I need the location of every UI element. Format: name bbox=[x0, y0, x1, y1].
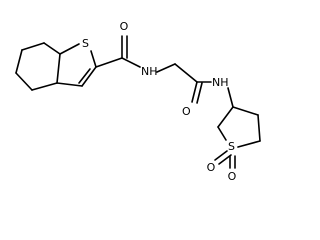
bond-s-o-left-2 bbox=[218, 154, 232, 165]
bond-c4-c5 bbox=[257, 114, 261, 142]
bond-c6-c5 bbox=[15, 49, 23, 74]
bond-c2-o2 bbox=[191, 81, 198, 103]
bond-s-c2 bbox=[90, 50, 97, 68]
atom-labels: S O NH O NH S O O bbox=[82, 20, 237, 183]
atom-amide-oxygen-2: O bbox=[182, 105, 191, 118]
bond-c2-c3-double bbox=[78, 68, 91, 84]
atom-amide-oxygen-1: O bbox=[120, 20, 129, 33]
bond-s-c2ring bbox=[217, 126, 227, 141]
atom-sulfone-oxygen-1: O bbox=[207, 161, 216, 174]
bond-c4-c3a bbox=[31, 82, 58, 91]
bond-c7-c6 bbox=[21, 42, 45, 51]
bond-c2-c3 bbox=[81, 66, 97, 87]
sulfolane-ring bbox=[214, 106, 261, 169]
bond-n1-ch2 bbox=[156, 63, 176, 73]
bond-c2ring-c3 bbox=[217, 106, 234, 128]
atom-ring-sulfur: S bbox=[82, 37, 89, 50]
amide-linker bbox=[95, 35, 234, 108]
bond-ch2-c2 bbox=[174, 63, 198, 83]
thiophene-ring bbox=[56, 43, 97, 87]
atom-sulfone-oxygen-2: O bbox=[228, 170, 237, 183]
atom-amide-nitrogen-2: NH bbox=[212, 76, 229, 89]
bond-c7a-s bbox=[59, 43, 80, 55]
bond-c2-o2-double bbox=[196, 82, 203, 104]
bond-carbonyl-n1 bbox=[121, 57, 141, 68]
bond-s-o-left bbox=[214, 150, 228, 161]
molecule-structure: S O NH O NH S O O bbox=[15, 20, 261, 183]
bond-c3-c4 bbox=[232, 106, 259, 116]
bond-c5-s bbox=[237, 140, 261, 148]
bond-c3-c3a bbox=[56, 82, 83, 87]
bond-n2-c3 bbox=[227, 87, 234, 108]
atom-amide-nitrogen-1: NH bbox=[141, 65, 158, 78]
bond-c7a-c7 bbox=[43, 42, 61, 55]
cyclohexane-ring bbox=[15, 42, 61, 91]
bond-c5-c4 bbox=[15, 72, 33, 91]
bond-c2-carbonyl bbox=[95, 57, 123, 68]
bond-c3a-c7a bbox=[56, 53, 61, 84]
atom-sulfone-sulfur: S bbox=[228, 140, 235, 153]
